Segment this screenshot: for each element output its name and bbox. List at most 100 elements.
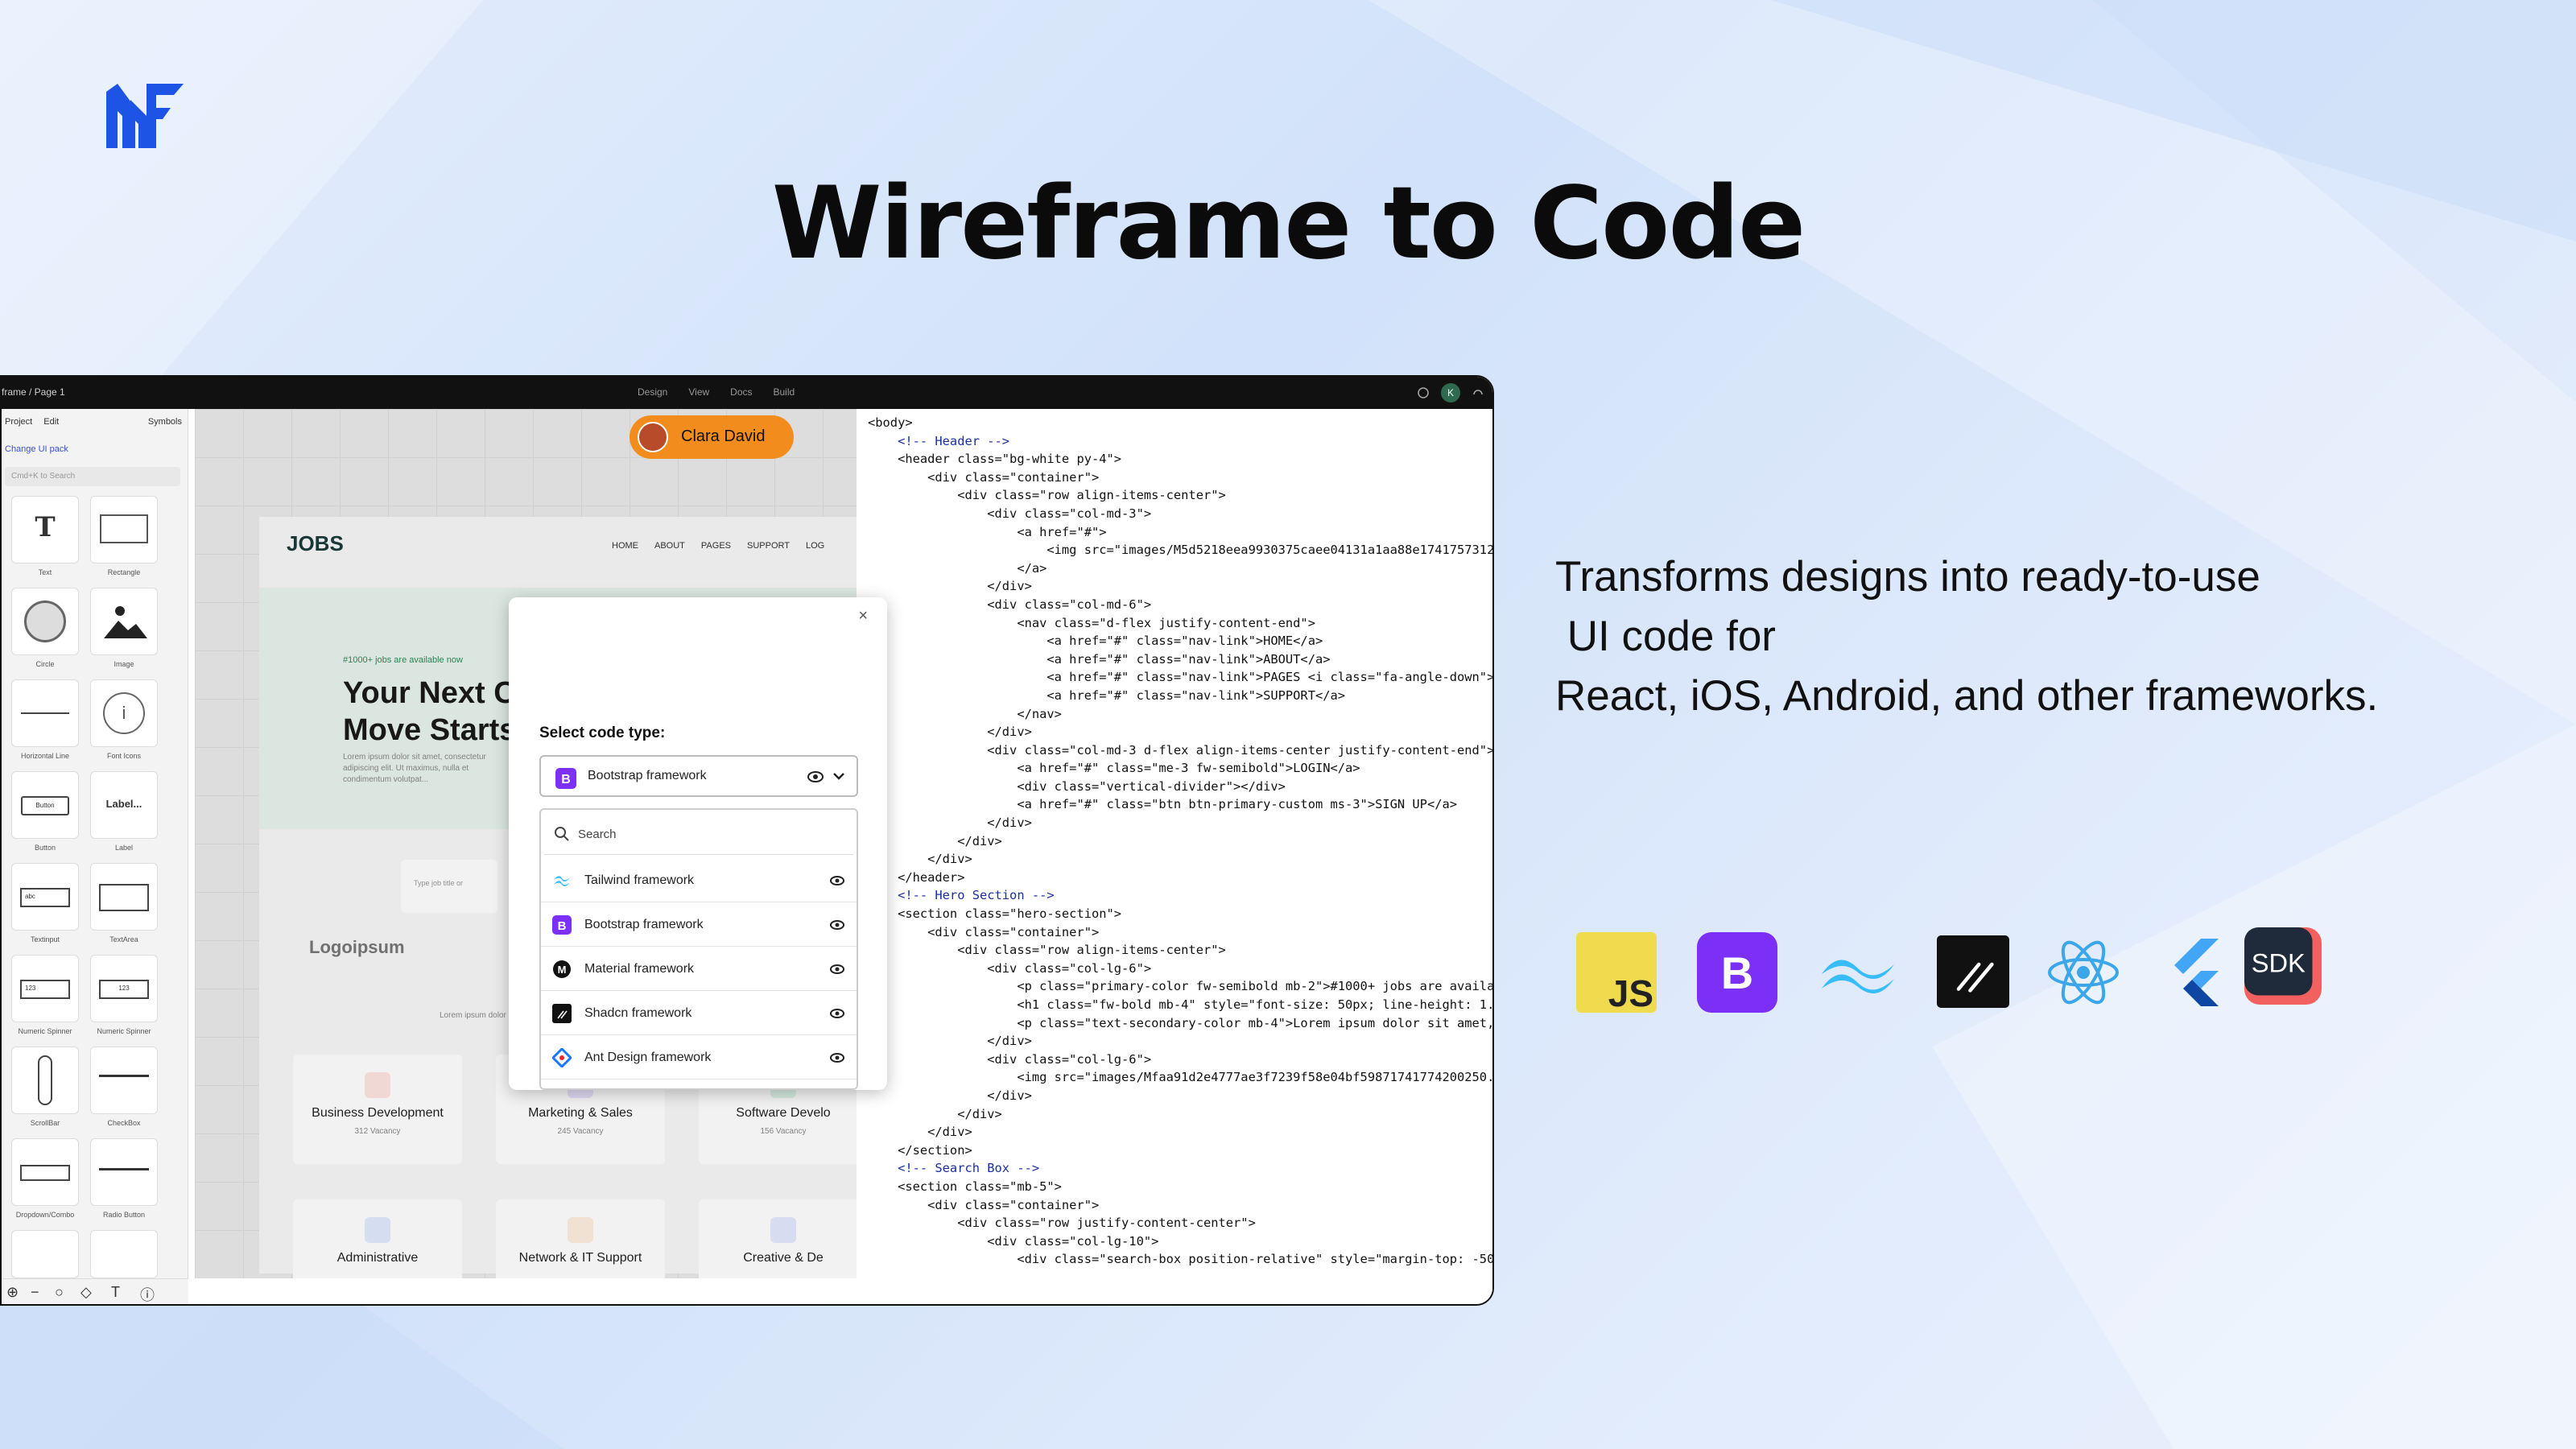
code-line: <!-- Header --> bbox=[868, 433, 1010, 448]
tool-label: Font Icons bbox=[106, 752, 142, 760]
tool-textinput[interactable]: abc bbox=[11, 863, 79, 931]
code-line: <h1 class="fw-bold mb-4" style="font-siz… bbox=[868, 997, 1494, 1012]
tool-label: Image bbox=[114, 660, 134, 668]
tab-build[interactable]: Build bbox=[773, 386, 795, 398]
circle-icon[interactable]: ○ bbox=[55, 1284, 64, 1300]
code-line: <nav class="d-flex justify-content-end"> bbox=[868, 615, 1315, 630]
generated-code-panel[interactable]: <body> <!-- Header --> <header class="bg… bbox=[857, 409, 1494, 1304]
flutter-icon bbox=[2174, 939, 2219, 1006]
category-vacancy: 156 Vacancy bbox=[760, 1127, 807, 1136]
component-search-input[interactable]: Cmd+K to Search bbox=[5, 467, 180, 486]
label-glyph: Label... bbox=[105, 798, 142, 810]
eye-icon[interactable] bbox=[829, 1050, 845, 1070]
tab-docs[interactable]: Docs bbox=[730, 386, 753, 398]
diamond-icon[interactable]: ◇ bbox=[80, 1284, 92, 1300]
tool-text[interactable]: T bbox=[11, 496, 79, 564]
textinput-glyph: abc bbox=[20, 888, 70, 907]
brand-logo bbox=[106, 84, 184, 148]
eye-icon[interactable] bbox=[829, 961, 845, 981]
chevron-down-icon[interactable] bbox=[831, 768, 847, 784]
info-icon[interactable]: ⓘ bbox=[140, 1287, 155, 1303]
category-card: Business Development 312 Vacancy bbox=[293, 1055, 462, 1164]
code-line: <!-- Hero Section --> bbox=[868, 888, 1055, 903]
tool-numeric-spinner-2[interactable]: 123 bbox=[90, 955, 158, 1022]
framework-search-input[interactable]: Search bbox=[578, 828, 617, 841]
avatar[interactable]: K bbox=[1441, 383, 1460, 402]
comment-icon[interactable] bbox=[1417, 386, 1430, 399]
text-icon[interactable]: T bbox=[111, 1284, 120, 1300]
tool-radio-button[interactable] bbox=[90, 1138, 158, 1206]
tab-view[interactable]: View bbox=[688, 386, 710, 398]
tool-label-component[interactable]: Label... bbox=[90, 771, 158, 839]
nav-support: SUPPORT bbox=[747, 541, 790, 551]
ant-design-icon bbox=[551, 1046, 573, 1071]
change-ui-pack[interactable]: Change UI pack bbox=[5, 444, 68, 454]
code-line: <a href="#" class="nav-link">SUPPORT</a> bbox=[868, 687, 1346, 703]
code-line: <div class="col-lg-6"> bbox=[868, 960, 1152, 976]
tool-dropdown[interactable] bbox=[11, 1138, 79, 1206]
tool-numeric-spinner[interactable]: 123 bbox=[11, 955, 79, 1022]
framework-search[interactable]: Search bbox=[544, 813, 853, 855]
framework-option[interactable]: Shadcn framework bbox=[541, 991, 857, 1035]
code-line: <section class="mb-5"> bbox=[868, 1179, 1062, 1194]
code-line: <div class="container"> bbox=[868, 924, 1100, 939]
tool-horizontal-line[interactable] bbox=[11, 679, 79, 747]
svg-text:M: M bbox=[558, 964, 567, 976]
tool-scrollbar[interactable] bbox=[11, 1046, 79, 1114]
framework-option[interactable]: Ant Design framework bbox=[541, 1035, 857, 1080]
tagline: Transforms designs into ready-to-use UI … bbox=[1555, 547, 2521, 726]
tab-design[interactable]: Design bbox=[638, 386, 668, 398]
eye-icon[interactable] bbox=[829, 917, 845, 937]
tagline-line-3: React, iOS, Android, and other framework… bbox=[1555, 672, 2379, 720]
zoom-icon[interactable]: ⊕ bbox=[6, 1284, 19, 1300]
tool-circle[interactable] bbox=[11, 588, 79, 655]
tool-textarea[interactable] bbox=[90, 863, 158, 931]
framework-option[interactable]: Bulma framework bbox=[541, 1080, 857, 1088]
code-line: <img src="images/Mfaa91d2e4777ae3f7239f5… bbox=[868, 1070, 1494, 1085]
code-line: <div class="row align-items-center"> bbox=[868, 488, 1226, 503]
code-line: <div class="search-box position-relative… bbox=[868, 1252, 1494, 1267]
code-line: <div class="row justify-content-center"> bbox=[868, 1216, 1256, 1231]
category-vacancy: 312 Vacancy bbox=[354, 1127, 401, 1136]
tool-image[interactable] bbox=[90, 588, 158, 655]
bootstrap-icon: B bbox=[1697, 932, 1777, 1013]
code-line: <a href="#" class="me-3 fw-semibold">LOG… bbox=[868, 761, 1360, 776]
code-line: </nav> bbox=[868, 706, 1062, 721]
bootstrap-icon: B bbox=[555, 768, 576, 789]
minus-icon[interactable]: − bbox=[31, 1284, 39, 1300]
bottom-toolbar: ⊕ − ○ ◇ T ⓘ bbox=[2, 1278, 188, 1304]
menu-edit[interactable]: Edit bbox=[43, 417, 60, 427]
tool-checkbox-list[interactable] bbox=[11, 1230, 79, 1278]
tool-label: Dropdown/Combo bbox=[15, 1211, 75, 1219]
tool-radio-list[interactable] bbox=[90, 1230, 158, 1278]
code-type-select[interactable]: B Bootstrap framework bbox=[539, 755, 858, 797]
search-icon bbox=[555, 827, 569, 841]
framework-option[interactable]: Tailwind framework bbox=[541, 858, 857, 902]
code-line: </div> bbox=[868, 833, 1002, 848]
spinner-glyph: 123 bbox=[99, 980, 149, 999]
tool-checkbox[interactable] bbox=[90, 1046, 158, 1114]
tool-font-icons[interactable]: i bbox=[90, 679, 158, 747]
svg-text:B: B bbox=[558, 919, 567, 933]
material-icon: M bbox=[552, 960, 572, 983]
react-icon bbox=[2048, 940, 2119, 1005]
button-glyph: Button bbox=[21, 796, 69, 815]
code-line: <header class="bg-white py-4"> bbox=[868, 452, 1122, 467]
javascript-icon: JS bbox=[1576, 932, 1657, 1013]
framework-option-label: Ant Design framework bbox=[584, 1051, 712, 1064]
tool-rectangle[interactable] bbox=[90, 496, 158, 564]
tool-label: Textinput bbox=[30, 935, 60, 943]
menu-project[interactable]: Project bbox=[5, 417, 33, 427]
code-line: </a> bbox=[868, 560, 1047, 576]
code-line: <body> bbox=[868, 415, 913, 430]
tool-button[interactable]: Button bbox=[11, 771, 79, 839]
partner-logo: Logoipsum bbox=[309, 937, 405, 957]
symbols-button[interactable]: Symbols bbox=[147, 417, 182, 427]
close-icon[interactable]: × bbox=[858, 607, 868, 625]
headset-icon[interactable] bbox=[1472, 386, 1484, 399]
eye-icon[interactable] bbox=[807, 768, 824, 786]
eye-icon[interactable] bbox=[829, 873, 845, 893]
eye-icon[interactable] bbox=[829, 1005, 845, 1026]
